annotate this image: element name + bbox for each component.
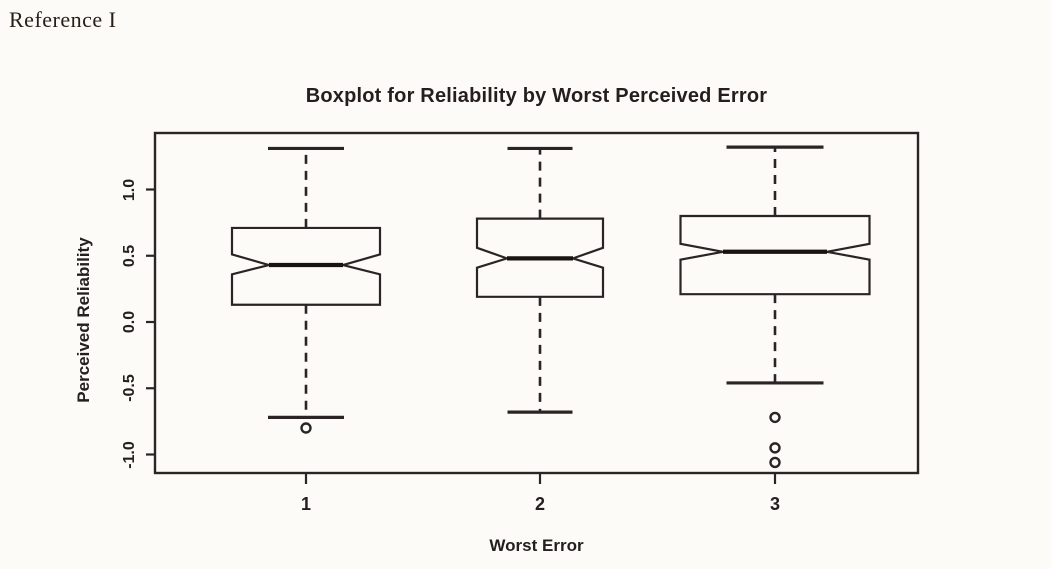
y-tick-label: -1.0 xyxy=(121,440,138,469)
x-axis-title: Worst Error xyxy=(489,536,584,555)
y-tick-label: 1.0 xyxy=(121,178,138,201)
outlier-point xyxy=(769,442,781,454)
x-tick-label: 1 xyxy=(300,494,312,514)
boxplot-group-1 xyxy=(230,146,382,434)
boxplot-group-3 xyxy=(679,145,871,469)
outlier-point xyxy=(769,411,781,424)
chart-title: Boxplot for Reliability by Worst Perceiv… xyxy=(305,85,768,107)
notched-box xyxy=(679,214,871,296)
reference-heading: Reference I xyxy=(9,7,117,32)
plot-frame xyxy=(153,131,920,475)
y-tick-label: 0.0 xyxy=(121,310,138,334)
x-tick-label: 3 xyxy=(769,494,781,514)
outlier-point xyxy=(300,422,312,434)
x-tick-label: 2 xyxy=(534,494,546,514)
y-tick-label: -0.5 xyxy=(121,374,138,403)
outlier-point xyxy=(769,456,781,469)
boxplot-group-2 xyxy=(475,146,605,414)
y-tick-label: 0.5 xyxy=(121,244,138,267)
y-axis-title: Perceived Reliability xyxy=(74,237,93,403)
